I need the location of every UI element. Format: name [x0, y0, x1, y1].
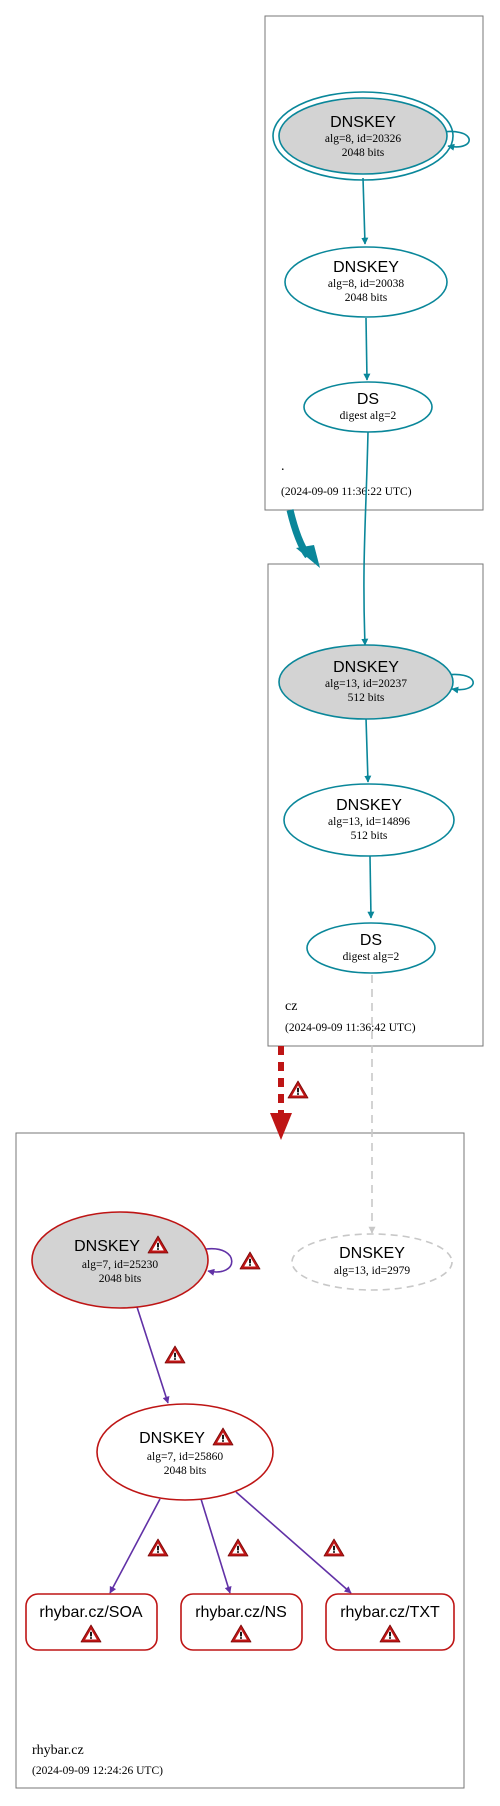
node-cz-ksk-alg: alg=13, id=20237 — [325, 678, 407, 690]
edge-cz-ksk-to-zsk — [364, 717, 372, 783]
node-root-ksk[interactable]: DNSKEY alg=8, id=20326 2048 bits — [272, 91, 454, 181]
node-rrset-ns[interactable]: rhybar.cz/NS — [180, 1593, 303, 1651]
zone-root-name: . — [281, 459, 285, 474]
zone-cz: cz (2024-09-09 11:36:42 UTC) — [267, 563, 484, 1047]
node-cz-ds[interactable]: DS digest alg=2 — [306, 922, 436, 974]
node-cz-ksk-title: DNSKEY — [333, 659, 399, 676]
zone-rhybar: rhybar.cz (2024-09-09 12:24:26 UTC) — [15, 1132, 465, 1789]
self-signature-warning-icon — [239, 1251, 261, 1270]
zone-root: . (2024-09-09 11:36:22 UTC) — [264, 15, 484, 511]
delegation-cz-rhybar-arrowhead — [270, 1113, 292, 1140]
edge-root-ksk-to-zsk — [361, 177, 369, 245]
node-root-zsk-title: DNSKEY — [333, 259, 399, 276]
node-cz-ds-title: DS — [360, 932, 382, 949]
edge-cz-zsk-to-ds — [367, 855, 375, 919]
zone-rhybar-name: rhybar.cz — [32, 1743, 84, 1758]
zone-rhybar-box — [15, 1132, 465, 1789]
node-rrset-txt[interactable]: rhybar.cz/TXT — [325, 1593, 455, 1651]
zone-root-box — [264, 15, 484, 511]
soa-signature-warning-icon — [147, 1538, 169, 1557]
ns-signature-warning-icon — [227, 1538, 249, 1557]
txt-signature-warning-icon — [323, 1538, 345, 1557]
node-rhybar-missing-alg: alg=13, id=2979 — [334, 1265, 410, 1277]
edge-rhybar-zsk-to-ns — [200, 1498, 232, 1594]
delegation-root-cz-arrowhead — [296, 545, 320, 568]
node-cz-zsk-bits: 512 bits — [351, 830, 388, 842]
zone-root-timestamp: (2024-09-09 11:36:22 UTC) — [281, 486, 412, 498]
node-rhybar-ksk-title: DNSKEY — [74, 1238, 140, 1255]
node-cz-zsk-title: DNSKEY — [336, 797, 402, 814]
node-rhybar-ksk-alg: alg=7, id=25230 — [82, 1259, 158, 1271]
node-rhybar-zsk-title: DNSKEY — [139, 1430, 205, 1447]
zone-cz-timestamp: (2024-09-09 11:36:42 UTC) — [285, 1022, 416, 1034]
edge-rhybar-zsk-to-soa — [109, 1498, 161, 1594]
node-rhybar-missing-title: DNSKEY — [339, 1245, 405, 1262]
node-root-zsk[interactable]: DNSKEY alg=8, id=20038 2048 bits — [284, 246, 448, 318]
node-cz-ds-digest: digest alg=2 — [343, 951, 400, 963]
edge-rhybar-zsk-to-txt — [235, 1491, 352, 1594]
zone-cz-box — [267, 563, 484, 1047]
node-rrset-soa[interactable]: rhybar.cz/SOA — [25, 1593, 158, 1651]
node-rhybar-zsk-bits: 2048 bits — [164, 1465, 207, 1477]
node-root-ds-title: DS — [357, 391, 379, 408]
node-rhybar-zsk[interactable]: DNSKEY alg=7, id=25860 2048 bits — [96, 1403, 274, 1501]
node-rrset-ns-label: rhybar.cz/NS — [195, 1604, 287, 1621]
node-rhybar-ksk[interactable]: DNSKEY alg=7, id=25230 2048 bits — [31, 1211, 209, 1309]
node-rhybar-zsk-alg: alg=7, id=25860 — [147, 1451, 223, 1463]
node-root-ksk-title: DNSKEY — [330, 114, 396, 131]
zone-rhybar-timestamp: (2024-09-09 12:24:26 UTC) — [32, 1765, 163, 1777]
node-root-ds-digest: digest alg=2 — [340, 410, 397, 422]
node-root-ksk-bits: 2048 bits — [342, 147, 385, 159]
edge-root-zsk-to-ds — [363, 317, 371, 381]
edge-rhybar-ksk-to-zsk — [136, 1306, 170, 1404]
edge-root-ksk-self — [435, 130, 470, 151]
zone-cz-name: cz — [285, 999, 297, 1014]
edge-root-ds-to-cz-ksk — [361, 431, 369, 646]
node-cz-ksk[interactable]: DNSKEY alg=13, id=20237 512 bits — [278, 644, 454, 720]
node-cz-zsk[interactable]: DNSKEY alg=13, id=14896 512 bits — [283, 783, 455, 857]
node-cz-ksk-bits: 512 bits — [348, 692, 385, 704]
node-cz-zsk-alg: alg=13, id=14896 — [328, 816, 410, 828]
ksk-zsk-warning-icon — [164, 1345, 186, 1364]
node-rrset-txt-label: rhybar.cz/TXT — [340, 1604, 440, 1621]
node-root-zsk-alg: alg=8, id=20038 — [328, 278, 404, 290]
node-root-zsk-bits: 2048 bits — [345, 292, 388, 304]
node-root-ksk-alg: alg=8, id=20326 — [325, 133, 401, 145]
node-rhybar-ksk-bits: 2048 bits — [99, 1273, 142, 1285]
node-rrset-soa-label: rhybar.cz/SOA — [39, 1604, 142, 1621]
edge-rhybar-ksk-self — [205, 1248, 233, 1276]
delegation-warning-icon — [287, 1080, 309, 1099]
node-root-ds[interactable]: DS digest alg=2 — [303, 381, 433, 433]
node-rhybar-missing-dnskey[interactable]: DNSKEY alg=13, id=2979 — [291, 1233, 453, 1291]
